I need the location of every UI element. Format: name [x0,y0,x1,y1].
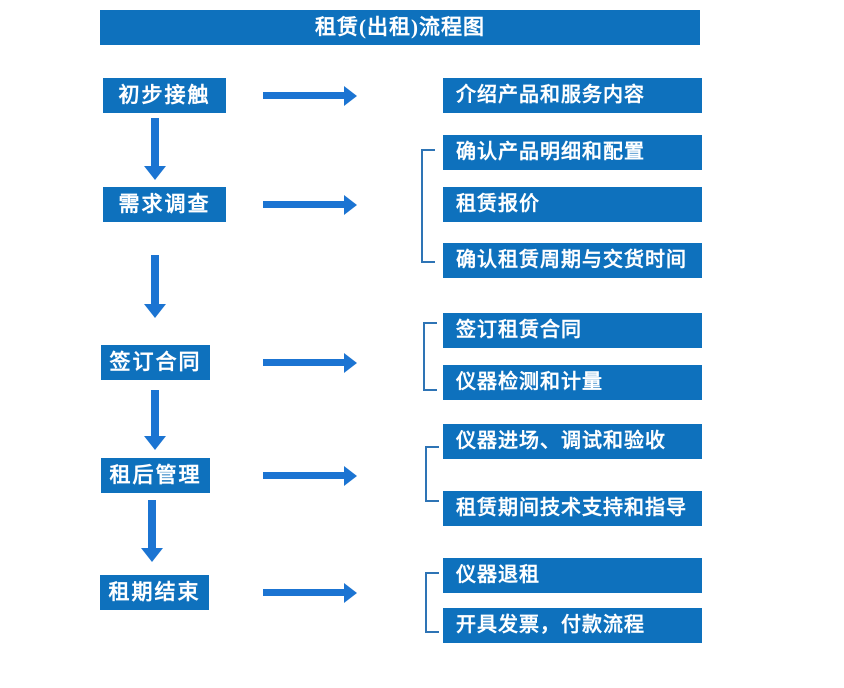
detail-box-sign-rental-contract: 签订租赁合同 [443,313,702,348]
right-arrow-4 [263,472,344,479]
detail-box-introduce-products: 介绍产品和服务内容 [443,78,702,113]
detail-box-rental-quote: 租赁报价 [443,187,702,222]
detail-box-invoice-payment: 开具发票，付款流程 [443,608,702,643]
detail-box-instrument-arrival: 仪器进场、调试和验收 [443,424,702,459]
detail-box-instrument-inspection: 仪器检测和计量 [443,365,702,400]
stage-box-initial-contact: 初步接触 [103,78,226,113]
detail-box-instrument-return: 仪器退租 [443,558,702,593]
stage-box-rental-end: 租期结束 [100,575,209,610]
group-bracket-post-rental [425,446,439,502]
detail-box-confirm-rental-period: 确认租赁周期与交货时间 [443,243,702,278]
down-arrow-3 [151,390,159,436]
down-arrow-1 [151,118,159,166]
group-bracket-sign-contract [423,322,437,391]
down-arrow-4 [148,500,156,548]
down-arrow-2 [151,255,159,304]
stage-box-post-rental-management: 租后管理 [101,458,210,493]
flowchart-title: 租赁(出租)流程图 [100,10,700,45]
detail-box-technical-support: 租赁期间技术支持和指导 [443,491,702,526]
group-bracket-rental-end [425,572,439,633]
right-arrow-5 [263,589,344,596]
right-arrow-2 [263,201,344,208]
right-arrow-3 [263,359,344,366]
group-bracket-demand-survey [421,149,435,263]
stage-box-demand-survey: 需求调查 [103,187,226,222]
right-arrow-1 [263,92,344,99]
stage-box-sign-contract: 签订合同 [101,345,210,380]
detail-box-confirm-product-details: 确认产品明细和配置 [443,135,702,170]
